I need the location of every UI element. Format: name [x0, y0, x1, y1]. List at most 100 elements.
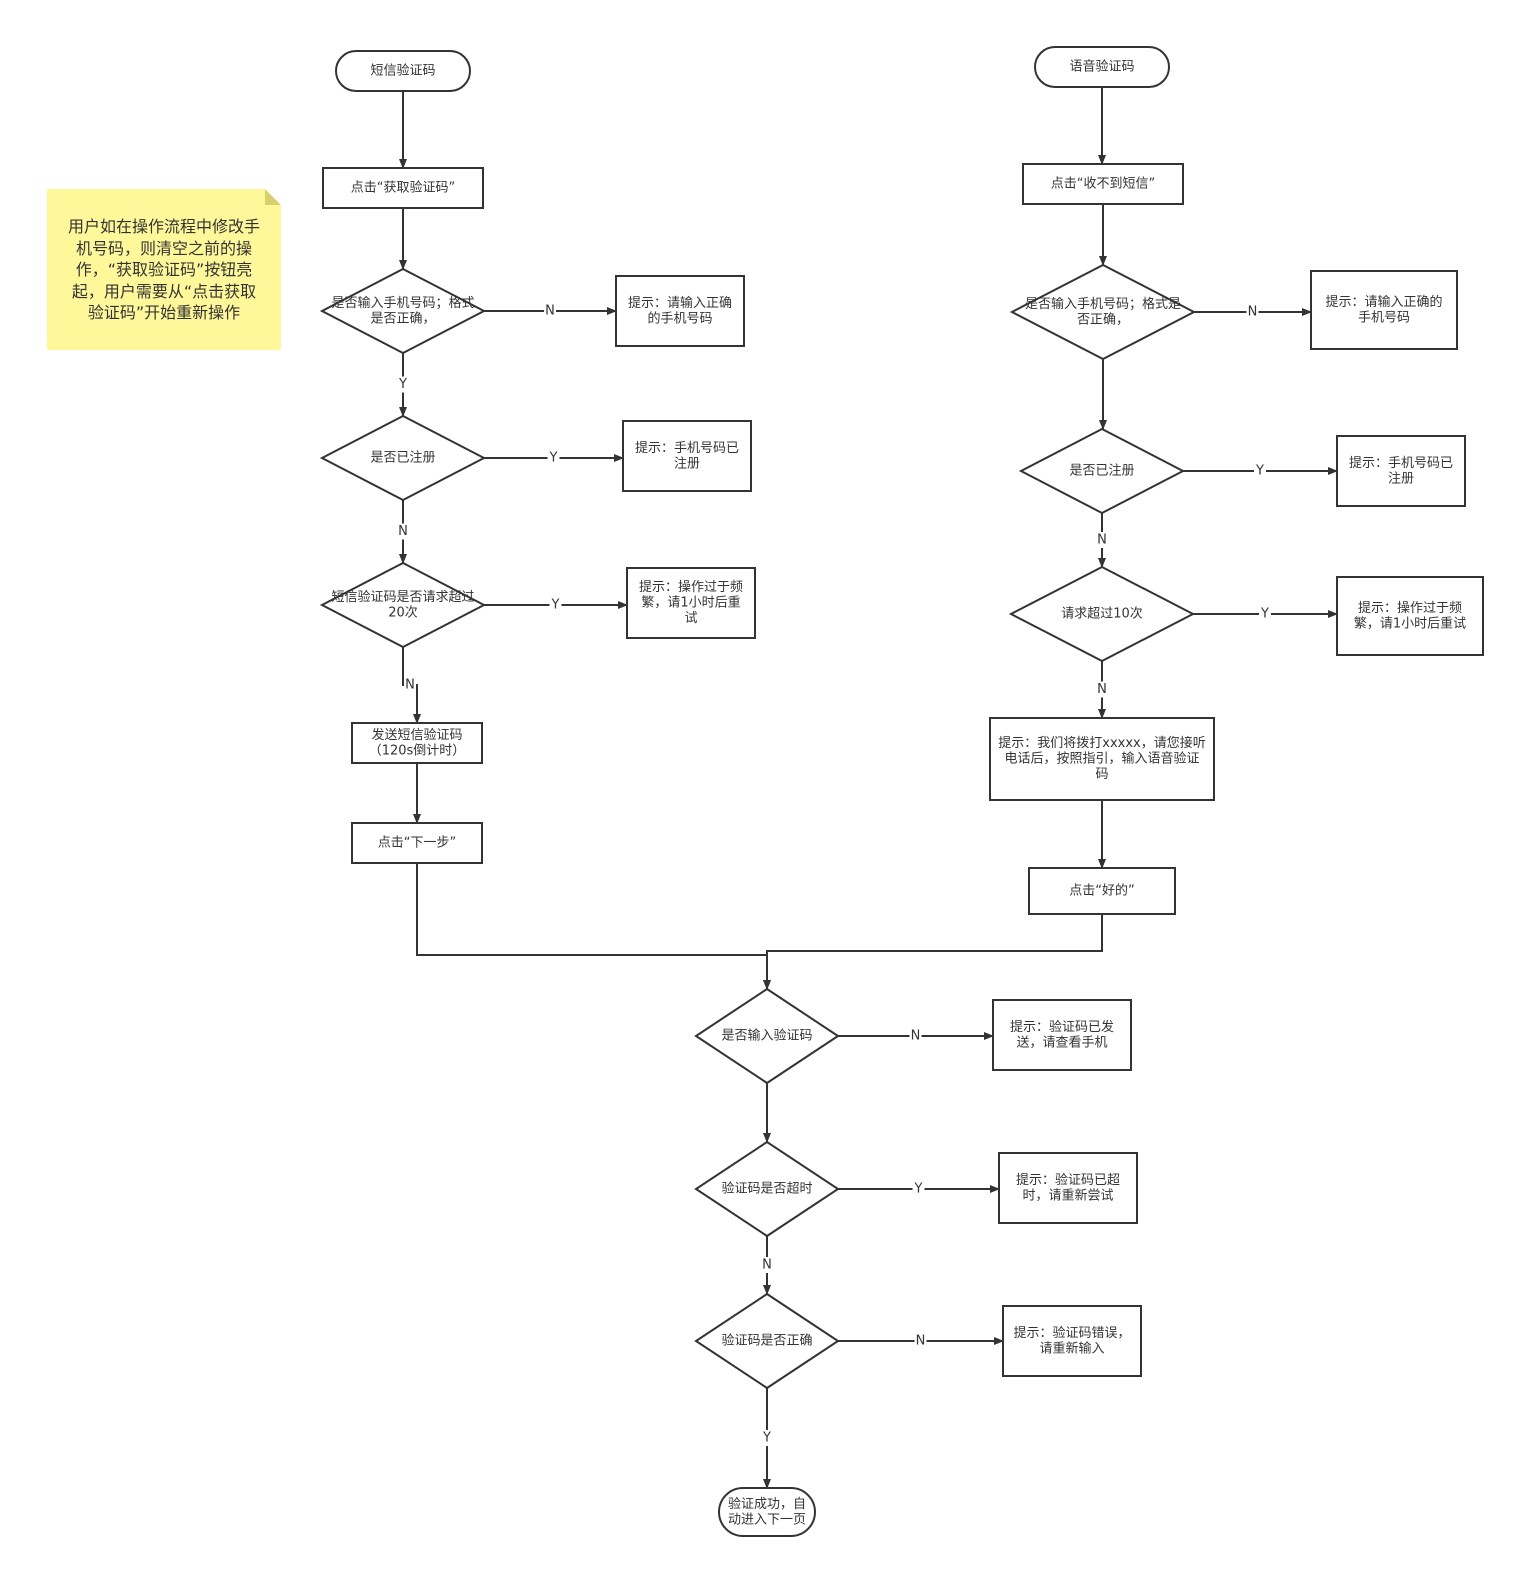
edge-label-bg — [912, 1181, 925, 1197]
node-sms-send: 发送短信验证码（120s倒计时） — [351, 722, 483, 764]
note-line: 用户如在操作流程中修改手 — [67, 217, 260, 236]
node-text: 是否已注册 — [370, 451, 435, 466]
node-voice-click-no-sms: 点击“收不到短信” — [1022, 163, 1184, 205]
node-text: 手机号码 — [1358, 310, 1410, 325]
edge-label: N — [916, 1334, 926, 1349]
node-text: 短信验证码是否请求超过 — [331, 589, 474, 605]
process-box — [1310, 270, 1458, 350]
process-box — [1028, 867, 1176, 915]
node-text: 繁，请1小时后重试 — [1354, 615, 1466, 631]
edge-label: Y — [914, 1182, 923, 1197]
node-text: 提示：请输入正确 — [628, 295, 732, 311]
node-text: 验证码是否超时 — [721, 1181, 812, 1197]
process-box — [1002, 1305, 1142, 1377]
edge-label: Y — [551, 598, 560, 613]
node-text: 发送短信验证码 — [371, 727, 462, 743]
node-text: 验证码是否正确 — [721, 1333, 812, 1349]
node-voice-check-registered: 是否已注册 — [1018, 427, 1186, 515]
decision-diamond — [694, 987, 840, 1085]
node-text: 是否输入手机号码；格式 — [331, 295, 474, 311]
node-text: 提示：操作过于频 — [639, 579, 743, 595]
edge-label: N — [911, 1029, 921, 1044]
process-box — [351, 822, 483, 864]
node-text: 的手机号码 — [647, 310, 712, 326]
node-text: 语音验证码 — [1069, 59, 1134, 75]
node-text: 否正确， — [1077, 312, 1129, 327]
node-sms-start: 短信验证码 — [335, 50, 471, 92]
note-line: 作，“获取验证码”按钮亮 — [75, 260, 253, 279]
node-text: 提示：请输入正确的 — [1325, 294, 1442, 310]
node-text: 提示：验证码错误， — [1013, 1325, 1130, 1341]
decision-diamond — [319, 267, 487, 355]
note-line: 验证码”开始重新操作 — [87, 303, 241, 322]
edge-label: Y — [398, 377, 407, 392]
edge-label-bg — [549, 597, 562, 613]
process-box — [615, 275, 745, 347]
node-text: 提示：验证码已发 — [1010, 1019, 1114, 1035]
node-text: 注册 — [674, 456, 700, 471]
node-text: 是否输入验证码 — [721, 1028, 812, 1044]
node-text: 时，请重新尝试 — [1022, 1187, 1113, 1203]
node-text: 短信验证码 — [370, 63, 435, 79]
edge-voice-ok-to-check-code-input — [763, 914, 1103, 990]
edge-label: N — [762, 1258, 772, 1273]
process-box — [1022, 163, 1184, 205]
node-text: 验证成功，自 — [728, 1496, 806, 1512]
edge-label-bg — [1246, 304, 1259, 320]
edge-label: N — [405, 678, 415, 693]
process-box — [989, 717, 1215, 801]
node-check-code-correct: 验证码是否正确 — [694, 1292, 840, 1390]
edge-label-bg — [404, 677, 416, 693]
node-text: 动进入下一页 — [728, 1512, 806, 1527]
process-box — [1336, 576, 1484, 656]
edge-label: Y — [1255, 464, 1264, 479]
node-voice-ok: 点击“好的” — [1028, 867, 1176, 915]
node-sms-check-registered: 是否已注册 — [319, 414, 487, 502]
node-text: 请求超过10次 — [1061, 606, 1143, 622]
node-text: 是否输入手机号码；格式是 — [1025, 296, 1181, 312]
edge-label: N — [398, 524, 408, 539]
node-text: 请重新输入 — [1039, 1340, 1104, 1356]
node-text: 点击“好的” — [1069, 883, 1134, 899]
edge-label-bg — [1096, 681, 1108, 698]
node-text: 提示：我们将拨打xxxxx，请您接听 — [998, 735, 1205, 751]
edge-label: N — [1097, 533, 1107, 548]
process-box — [351, 722, 483, 764]
node-sms-next: 点击“下一步” — [351, 822, 483, 864]
process-box — [998, 1152, 1138, 1224]
node-check-code-timeout: 验证码是否超时 — [694, 1140, 840, 1238]
edge-label-bg — [761, 1257, 773, 1273]
edge-label-bg — [1096, 532, 1108, 548]
node-text: 提示：手机号码已 — [1349, 455, 1453, 471]
terminal-shape — [718, 1487, 816, 1537]
edge-sms-next-to-check-code-input — [416, 863, 771, 990]
edge-label: N — [545, 304, 555, 319]
edge-label: N — [1097, 682, 1107, 697]
sticky-note: 用户如在操作流程中修改手 机号码，则清空之前的操 作，“获取验证码”按钮亮 起，… — [47, 189, 281, 350]
note-line: 起，用户需要从“点击获取 — [71, 281, 257, 301]
edge-label: Y — [762, 1431, 771, 1446]
node-sms-click-get: 点击“获取验证码” — [322, 167, 484, 209]
node-text: 注册 — [1388, 471, 1414, 486]
edge-label-bg — [1259, 606, 1271, 622]
node-text: 是否正确， — [370, 311, 435, 326]
node-voice-check-limit: 请求超过10次 — [1008, 565, 1196, 663]
decision-diamond — [1009, 263, 1197, 361]
node-text: 码 — [1095, 767, 1108, 782]
process-box — [322, 167, 484, 209]
terminal-shape — [335, 50, 471, 92]
decision-diamond — [1008, 565, 1196, 663]
edge-label-bg — [761, 1430, 773, 1446]
node-text: 提示：手机号码已 — [635, 440, 739, 456]
node-text: 繁，请1小时后重 — [641, 595, 740, 611]
node-text: 提示：操作过于频 — [1358, 600, 1462, 616]
edge-label-bg — [544, 303, 556, 319]
